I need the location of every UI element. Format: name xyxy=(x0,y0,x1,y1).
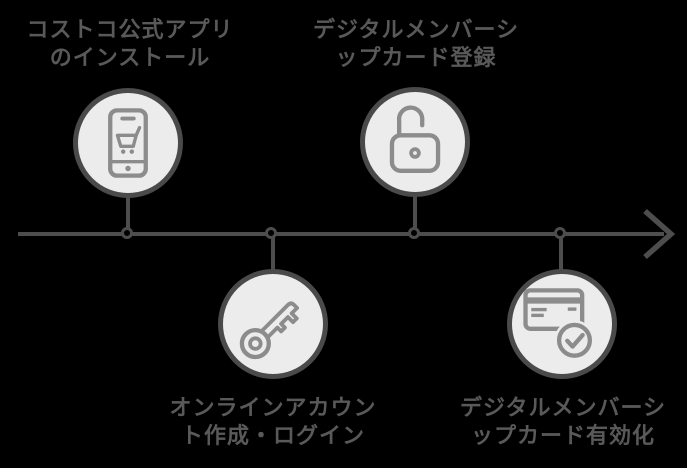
step-label: デジタルメンバーシ ップカード有効化 xyxy=(423,394,687,450)
step-connector xyxy=(126,196,130,232)
step-circle xyxy=(360,87,470,197)
step-label-line2: のインストール xyxy=(49,45,211,70)
step-circle xyxy=(218,269,328,379)
timeline-node xyxy=(265,227,277,239)
timeline-node xyxy=(408,227,420,239)
step-label-line2: ト作成・ログイン xyxy=(180,423,365,448)
timeline-node xyxy=(121,227,133,239)
step-circle xyxy=(73,88,183,198)
step-label-line1: デジタルメンバーシ xyxy=(312,17,520,42)
step-label-line2: ップカード登録 xyxy=(335,45,497,70)
step-label-line2: ップカード有効化 xyxy=(470,423,655,448)
timeline-line xyxy=(18,232,664,236)
step-label: デジタルメンバーシ ップカード登録 xyxy=(276,16,556,72)
step-label-line1: コストコ公式アプリ xyxy=(26,17,234,42)
step-label-line1: デジタルメンバーシ xyxy=(459,395,667,420)
credit-card-check-icon xyxy=(523,288,595,361)
step-label: オンラインアカウン ト作成・ログイン xyxy=(133,394,413,450)
timeline-node xyxy=(554,227,566,239)
key-icon xyxy=(239,301,300,360)
unlocked-padlock-icon xyxy=(389,105,441,173)
step-connector xyxy=(413,195,417,234)
step-connector xyxy=(559,234,563,271)
smartphone-cart-icon xyxy=(108,108,148,178)
step-circle xyxy=(507,269,617,379)
step-label: コストコ公式アプリ のインストール xyxy=(0,16,270,72)
arrow-right-icon xyxy=(643,208,676,260)
step-label-line1: オンラインアカウン xyxy=(169,395,377,420)
step-connector xyxy=(271,234,275,271)
